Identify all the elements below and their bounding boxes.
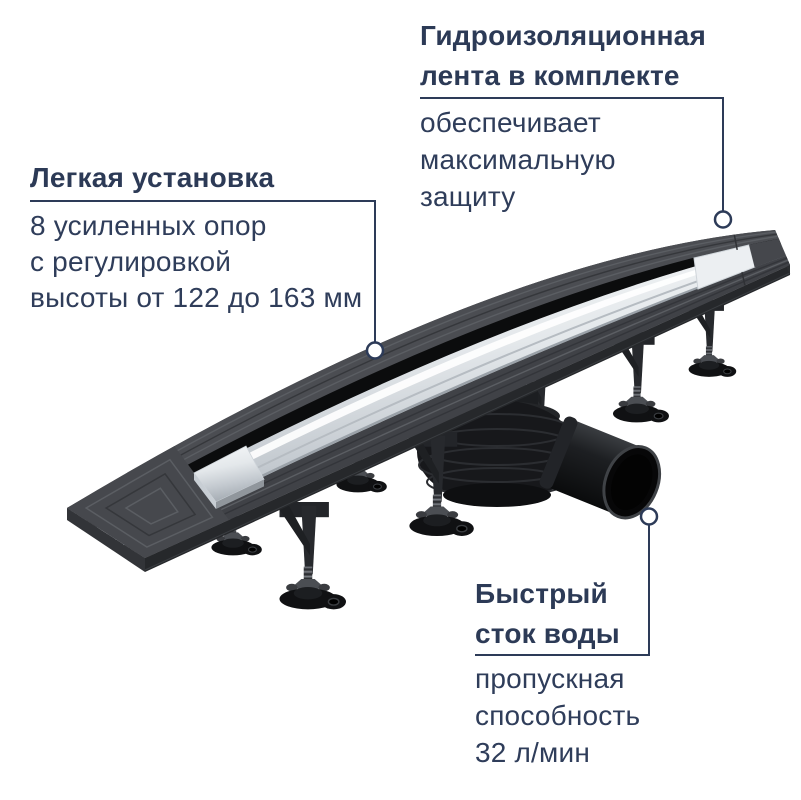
callout-title-line: Легкая установка bbox=[30, 162, 275, 193]
callout-body: 8 усиленных опор с регулировкой высоты о… bbox=[30, 208, 390, 316]
callout-body: пропускная способность 32 л/мин bbox=[475, 660, 705, 771]
callout-text-line: пропускная bbox=[475, 663, 625, 694]
callout-line-installation bbox=[30, 200, 376, 342]
callout-dot-fast-drain bbox=[639, 507, 659, 526]
callout-line-fast-drain bbox=[475, 525, 650, 656]
flange-left-end bbox=[67, 446, 229, 558]
callout-lines bbox=[30, 97, 724, 656]
callout-text-line: способность bbox=[475, 700, 641, 731]
outlet-pipe bbox=[539, 416, 662, 520]
chrome-end-block bbox=[193, 445, 265, 509]
callout-dot-waterproof-tape bbox=[713, 210, 733, 229]
callout-text-line: с регулировкой bbox=[30, 246, 232, 277]
callout-fast-drain: Быстрый сток воды пропускная способность… bbox=[475, 574, 705, 771]
callout-title-line: Быстрый bbox=[475, 578, 608, 609]
callout-text-line: высоты от 122 до 163 мм bbox=[30, 282, 363, 313]
callout-dot-installation bbox=[365, 341, 385, 360]
callout-text-line: максимальную bbox=[420, 144, 616, 175]
callout-body: обеспечивает максимальную защиту bbox=[420, 104, 765, 215]
callout-text-line: 32 л/мин bbox=[475, 737, 590, 768]
callout-title: Легкая установка bbox=[30, 160, 390, 196]
callout-text-line: защиту bbox=[420, 181, 516, 212]
callout-title: Гидроизоляционная лента в комплекте bbox=[420, 16, 765, 96]
callout-dots bbox=[365, 210, 733, 526]
callout-installation: Легкая установка 8 усиленных опор с регу… bbox=[30, 160, 390, 316]
drain-channel bbox=[67, 230, 791, 572]
callout-title-line: лента в комплекте bbox=[420, 60, 680, 91]
callout-title: Быстрый сток воды bbox=[475, 574, 705, 654]
callout-waterproof-tape: Гидроизоляционная лента в комплекте обес… bbox=[420, 16, 765, 215]
callout-text-line: 8 усиленных опор bbox=[30, 210, 267, 241]
callout-text-line: обеспечивает bbox=[420, 107, 601, 138]
callout-line-waterproof-tape bbox=[420, 97, 724, 211]
callout-title-line: Гидроизоляционная bbox=[420, 20, 706, 51]
callout-title-line: сток воды bbox=[475, 618, 620, 649]
